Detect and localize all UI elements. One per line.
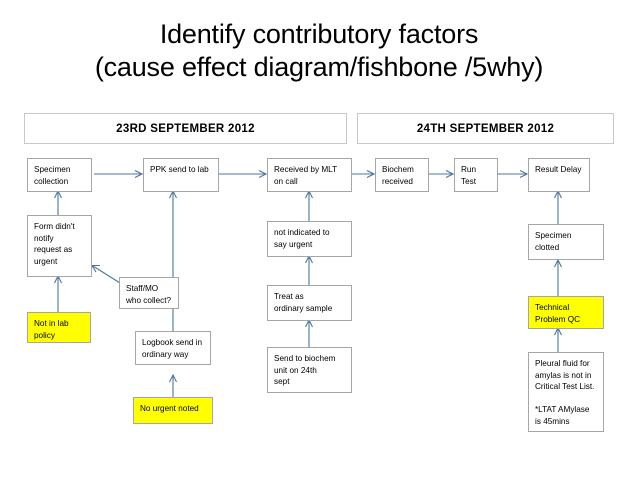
page-title-line-2: (cause effect diagram/fishbone /5why) bbox=[94, 52, 544, 82]
node-specimen-collection[interactable]: Specimen collection bbox=[27, 158, 92, 192]
arrow-policy-to-form bbox=[54, 274, 62, 312]
node-form-didnt-notify[interactable]: Form didn't notify request as urgent bbox=[27, 215, 92, 277]
arrow-sendbiochem-to-treat bbox=[305, 318, 313, 347]
node-not-in-lab-policy[interactable]: Not in lab policy bbox=[27, 312, 91, 343]
arrow-logbook-to-ppk bbox=[169, 189, 177, 352]
node-run-test[interactable]: Run Test bbox=[454, 158, 498, 192]
node-received-by-mlt[interactable]: Received by MLT on call bbox=[267, 158, 352, 192]
node-not-indicated-urgent[interactable]: not indicated to say urgent bbox=[267, 221, 352, 257]
arrow-pleural-to-techqc bbox=[554, 326, 562, 352]
arrow-mlt-to-biochem bbox=[352, 170, 376, 178]
arrow-techqc-to-clotted bbox=[554, 258, 562, 296]
node-send-to-biochem-unit[interactable]: Send to biochem unit on 24th sept bbox=[267, 347, 352, 393]
arrow-notindicated-to-mlt bbox=[305, 189, 313, 221]
node-pleural-fluid-note[interactable]: Pleural fluid for amylas is not in Criti… bbox=[528, 352, 604, 432]
node-treat-as-ordinary[interactable]: Treat as ordinary sample bbox=[267, 285, 352, 321]
date-header-23rd: 23RD SEPTEMBER 2012 bbox=[24, 113, 347, 144]
node-technical-problem-qc[interactable]: Technical Problem QC bbox=[528, 296, 604, 329]
arrow-ppk-to-mlt bbox=[219, 170, 268, 178]
arrow-nourgent-to-logbook bbox=[169, 373, 177, 397]
page-title: Identify contributory factors (cause eff… bbox=[0, 18, 638, 84]
node-no-urgent-noted[interactable]: No urgent noted bbox=[133, 397, 213, 424]
date-header-24th: 24TH SEPTEMBER 2012 bbox=[357, 113, 614, 144]
node-logbook-send-ordinary[interactable]: Logbook send in ordinary way bbox=[135, 331, 211, 365]
arrow-biochem-to-runtest bbox=[429, 170, 455, 178]
node-biochem-received[interactable]: Biochem received bbox=[375, 158, 429, 192]
arrow-staffmo-to-form bbox=[91, 264, 121, 284]
node-specimen-clotted[interactable]: Specimen clotted bbox=[528, 224, 604, 260]
arrow-clotted-to-resultdelay bbox=[554, 189, 562, 224]
arrow-specimen-to-ppk bbox=[94, 170, 144, 178]
node-ppk-send-to-lab[interactable]: PPK send to lab bbox=[143, 158, 219, 192]
arrow-runtest-to-resultdelay bbox=[498, 170, 529, 178]
node-staff-mo-who-collect[interactable]: Staff/MO who collect? bbox=[119, 277, 179, 309]
arrow-treat-to-notindicated bbox=[305, 254, 313, 285]
page-title-line-1: Identify contributory factors bbox=[159, 19, 479, 49]
node-result-delay[interactable]: Result Delay bbox=[528, 158, 590, 192]
arrow-form-to-specimen bbox=[54, 189, 62, 215]
